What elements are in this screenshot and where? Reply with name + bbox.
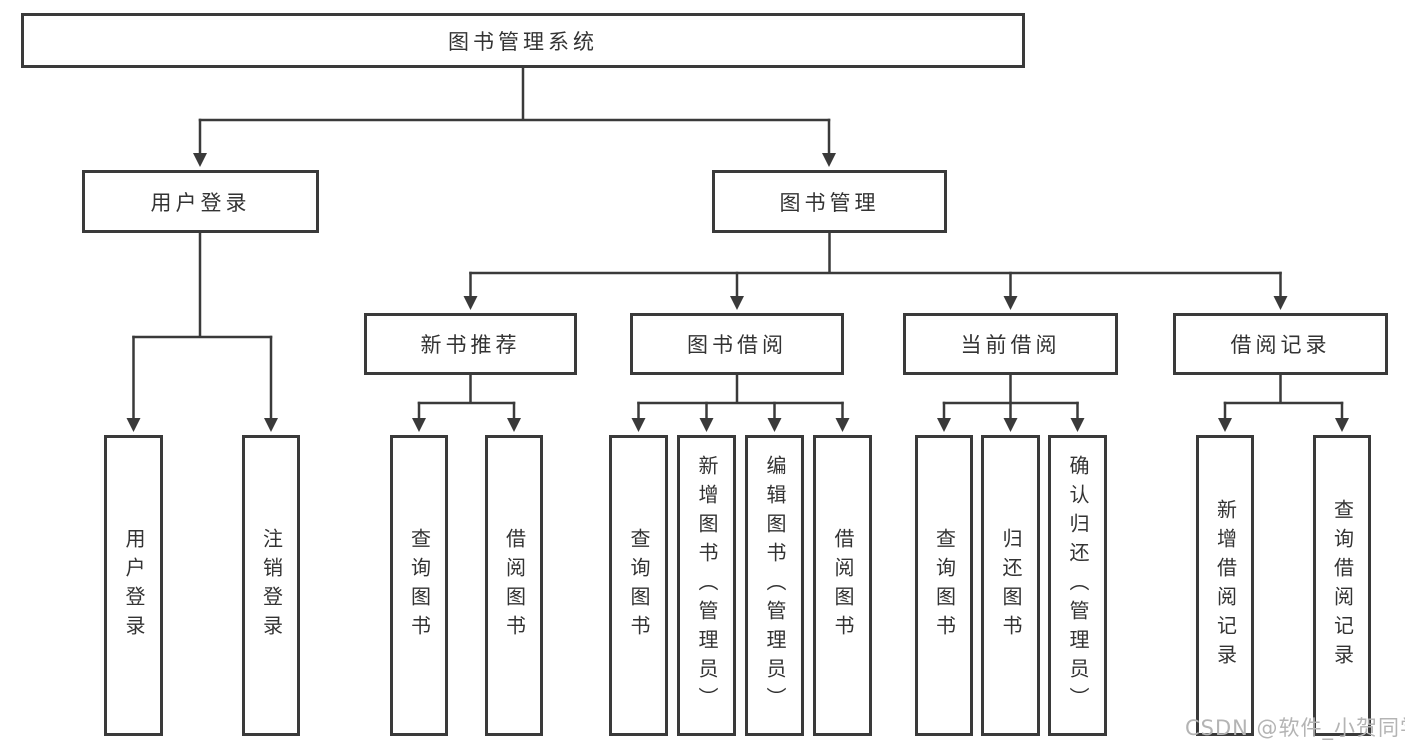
leaf-user-login-label: 用户登录: [122, 527, 146, 644]
leaf-borrowing-edit-books-admin-label: 编辑图书（管理员）: [763, 455, 787, 716]
node-book-management: 图书管理: [712, 170, 947, 233]
leaf-current-query-books: 查询图书: [915, 435, 973, 736]
leaf-borrowing-add-books-admin: 新增图书（管理员）: [677, 435, 736, 736]
node-library-management-system: 图书管理系统: [21, 13, 1025, 68]
leaf-current-confirm-return-admin: 确认归还（管理员）: [1048, 435, 1107, 736]
node-current-borrowing: 当前借阅: [903, 313, 1118, 375]
leaf-recommend-borrow-books: 借阅图书: [485, 435, 543, 736]
connector-recommendation-branch: [417, 373, 516, 405]
leaf-logout: 注销登录: [242, 435, 300, 736]
csdn-watermark: CSDN @软件_小贺同学: [1185, 716, 1405, 740]
leaf-borrowing-borrow-books: 借阅图书: [813, 435, 872, 736]
leaf-records-query-borrowing-record: 查询借阅记录: [1313, 435, 1371, 736]
node-borrowing-records: 借阅记录: [1173, 313, 1388, 375]
leaf-current-query-books-label: 查询图书: [932, 527, 957, 644]
leaf-records-add-borrowing-record: 新增借阅记录: [1196, 435, 1254, 736]
leaf-borrowing-query-books: 查询图书: [609, 435, 668, 736]
connector-borrowing-branch: [637, 373, 844, 405]
leaf-recommend-borrow-books-label: 借阅图书: [502, 527, 527, 644]
leaf-user-login: 用户登录: [104, 435, 163, 736]
leaf-current-return-books: 归还图书: [981, 435, 1040, 736]
leaf-borrowing-query-books-label: 查询图书: [627, 527, 651, 644]
node-new-book-recommendation: 新书推荐: [364, 313, 577, 375]
connector-root-branch: [198, 66, 831, 122]
leaf-recommend-query-books-label: 查询图书: [407, 527, 432, 644]
connector-records-branch: [1223, 373, 1344, 405]
leaf-borrowing-add-books-admin-label: 新增图书（管理员）: [695, 455, 719, 716]
node-user-login: 用户登录: [82, 170, 319, 233]
leaf-recommend-query-books: 查询图书: [390, 435, 448, 736]
connector-book-management-branch: [469, 231, 1282, 275]
leaf-current-confirm-return-admin-label: 确认归还（管理员）: [1066, 455, 1090, 716]
leaf-current-return-books-label: 归还图书: [999, 527, 1023, 644]
leaf-records-add-borrowing-record-label: 新增借阅记录: [1213, 498, 1238, 673]
leaf-records-query-borrowing-record-label: 查询借阅记录: [1330, 498, 1355, 673]
leaf-borrowing-edit-books-admin: 编辑图书（管理员）: [745, 435, 804, 736]
leaf-borrowing-borrow-books-label: 借阅图书: [831, 527, 855, 644]
connector-current-branch: [942, 373, 1079, 405]
connector-user-login-branch: [132, 231, 273, 339]
leaf-logout-label: 注销登录: [259, 527, 284, 644]
node-book-borrowing: 图书借阅: [630, 313, 844, 375]
